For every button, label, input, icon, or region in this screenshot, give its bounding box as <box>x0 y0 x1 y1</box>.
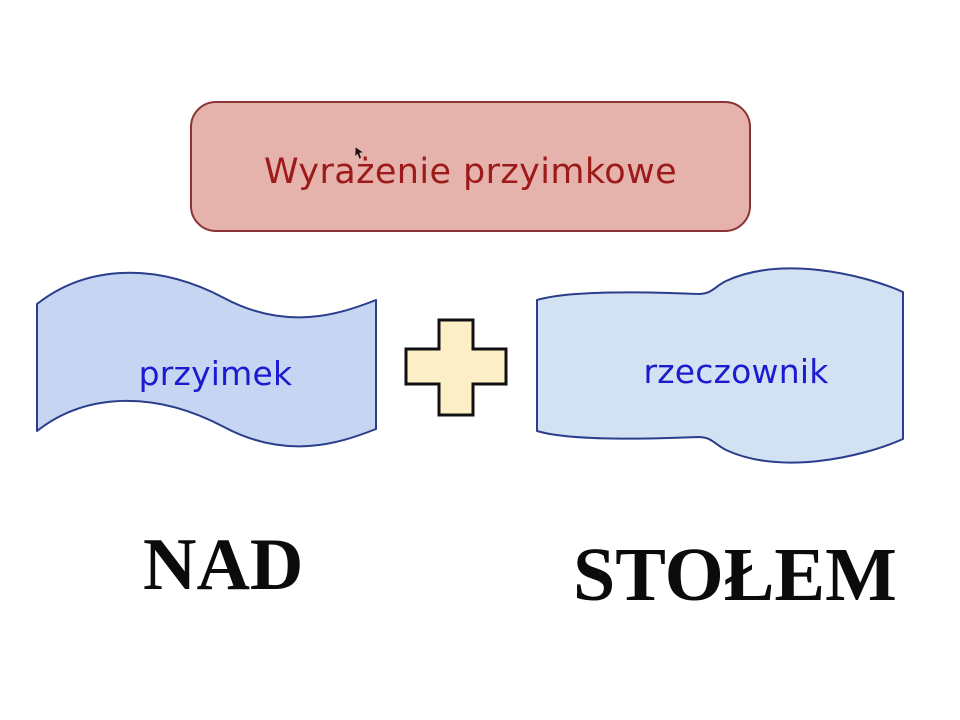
banner-preposition-shape <box>36 271 377 448</box>
banner-noun-shape <box>536 267 904 464</box>
example-word-noun: STOŁEM <box>573 533 897 617</box>
banner-preposition: przyimek <box>28 268 383 463</box>
title-box: Wyrażenie przyimkowe <box>190 101 751 232</box>
example-word-preposition: NAD <box>143 524 304 606</box>
banner-noun: rzeczownik <box>530 267 910 464</box>
title-label: Wyrażenie przyimkowe <box>263 152 678 192</box>
plus-icon <box>404 318 508 417</box>
